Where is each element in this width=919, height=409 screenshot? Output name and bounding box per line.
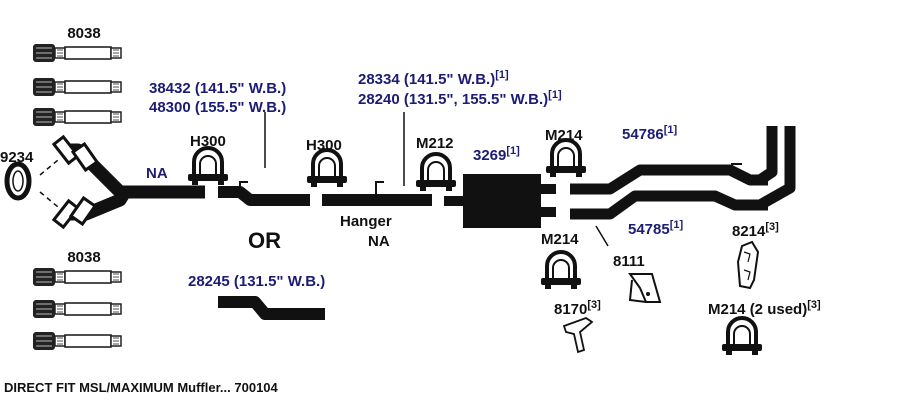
label-pipe-38432: 38432 (141.5" W.B.) — [149, 80, 286, 97]
coupler-8038-top-1 — [32, 43, 122, 63]
label-tailpipe-54786: 54786[1] — [622, 124, 677, 143]
alternate-pipe-28245 — [218, 296, 325, 320]
clamp-m212 — [414, 152, 458, 193]
label-pipe-48300: 48300 (155.5" W.B.) — [149, 99, 286, 116]
coupler-8038-top-2 — [32, 77, 122, 97]
hanger-8214 — [736, 240, 760, 290]
intermediate-pipe-28334 — [322, 112, 432, 206]
label-m214-mid: M214 — [541, 231, 579, 248]
label-hanger-8111: 8111 — [613, 253, 645, 270]
label-8038-bottom: 8038 — [67, 249, 100, 266]
label-m214-used: M214 (2 used)[3] — [708, 299, 821, 318]
label-or: OR — [248, 228, 281, 253]
coupler-8038-bottom-1 — [32, 267, 122, 287]
label-tailpipe-54785: 54785[1] — [628, 219, 683, 238]
clamp-m214-mid — [539, 250, 583, 291]
tailpipe-54785 — [570, 190, 768, 247]
coupler-8038-top-group — [32, 43, 122, 127]
footer-caption: DIRECT FIT MSL/MAXIMUM Muffler... 700104 — [4, 380, 279, 395]
label-m212: M212 — [416, 135, 454, 152]
tailpipe-tips — [756, 126, 796, 210]
label-8038-top: 8038 — [67, 25, 100, 42]
intermediate-pipe-38432 — [218, 112, 310, 206]
gasket-9234 — [4, 161, 32, 201]
clamp-m214-used — [720, 316, 764, 357]
tailpipe-54786 — [570, 163, 768, 195]
clamp-h300-b — [305, 148, 349, 189]
label-m214-top: M214 — [545, 127, 583, 144]
coupler-8038-top-3 — [32, 107, 122, 127]
label-hanger-8170: 8170[3] — [554, 299, 601, 318]
label-pipe-28245: 28245 (131.5" W.B.) — [188, 273, 325, 290]
label-na-left: NA — [146, 165, 168, 182]
label-pipe-28334: 28334 (141.5" W.B.)[1] — [358, 69, 509, 88]
clamp-m214-top — [544, 138, 588, 179]
label-hanger-8214: 8214[3] — [732, 221, 779, 240]
hanger-8170 — [562, 316, 594, 354]
label-9234: 9234 — [0, 149, 34, 166]
label-muffler-3269: 3269[1] — [473, 145, 520, 164]
coupler-8038-bottom-3 — [32, 331, 122, 351]
label-h300-b: H300 — [306, 137, 342, 154]
y-pipe-front — [39, 134, 205, 230]
muffler-3269 — [444, 174, 556, 228]
hanger-8111 — [628, 273, 662, 303]
label-hanger-na: NA — [368, 233, 390, 250]
clamp-h300-a — [186, 146, 230, 187]
coupler-8038-bottom-2 — [32, 299, 122, 319]
coupler-8038-bottom-group — [32, 267, 122, 351]
label-h300-a: H300 — [190, 133, 226, 150]
label-hanger: Hanger — [340, 213, 392, 230]
label-pipe-28240: 28240 (131.5", 155.5" W.B.)[1] — [358, 89, 562, 108]
